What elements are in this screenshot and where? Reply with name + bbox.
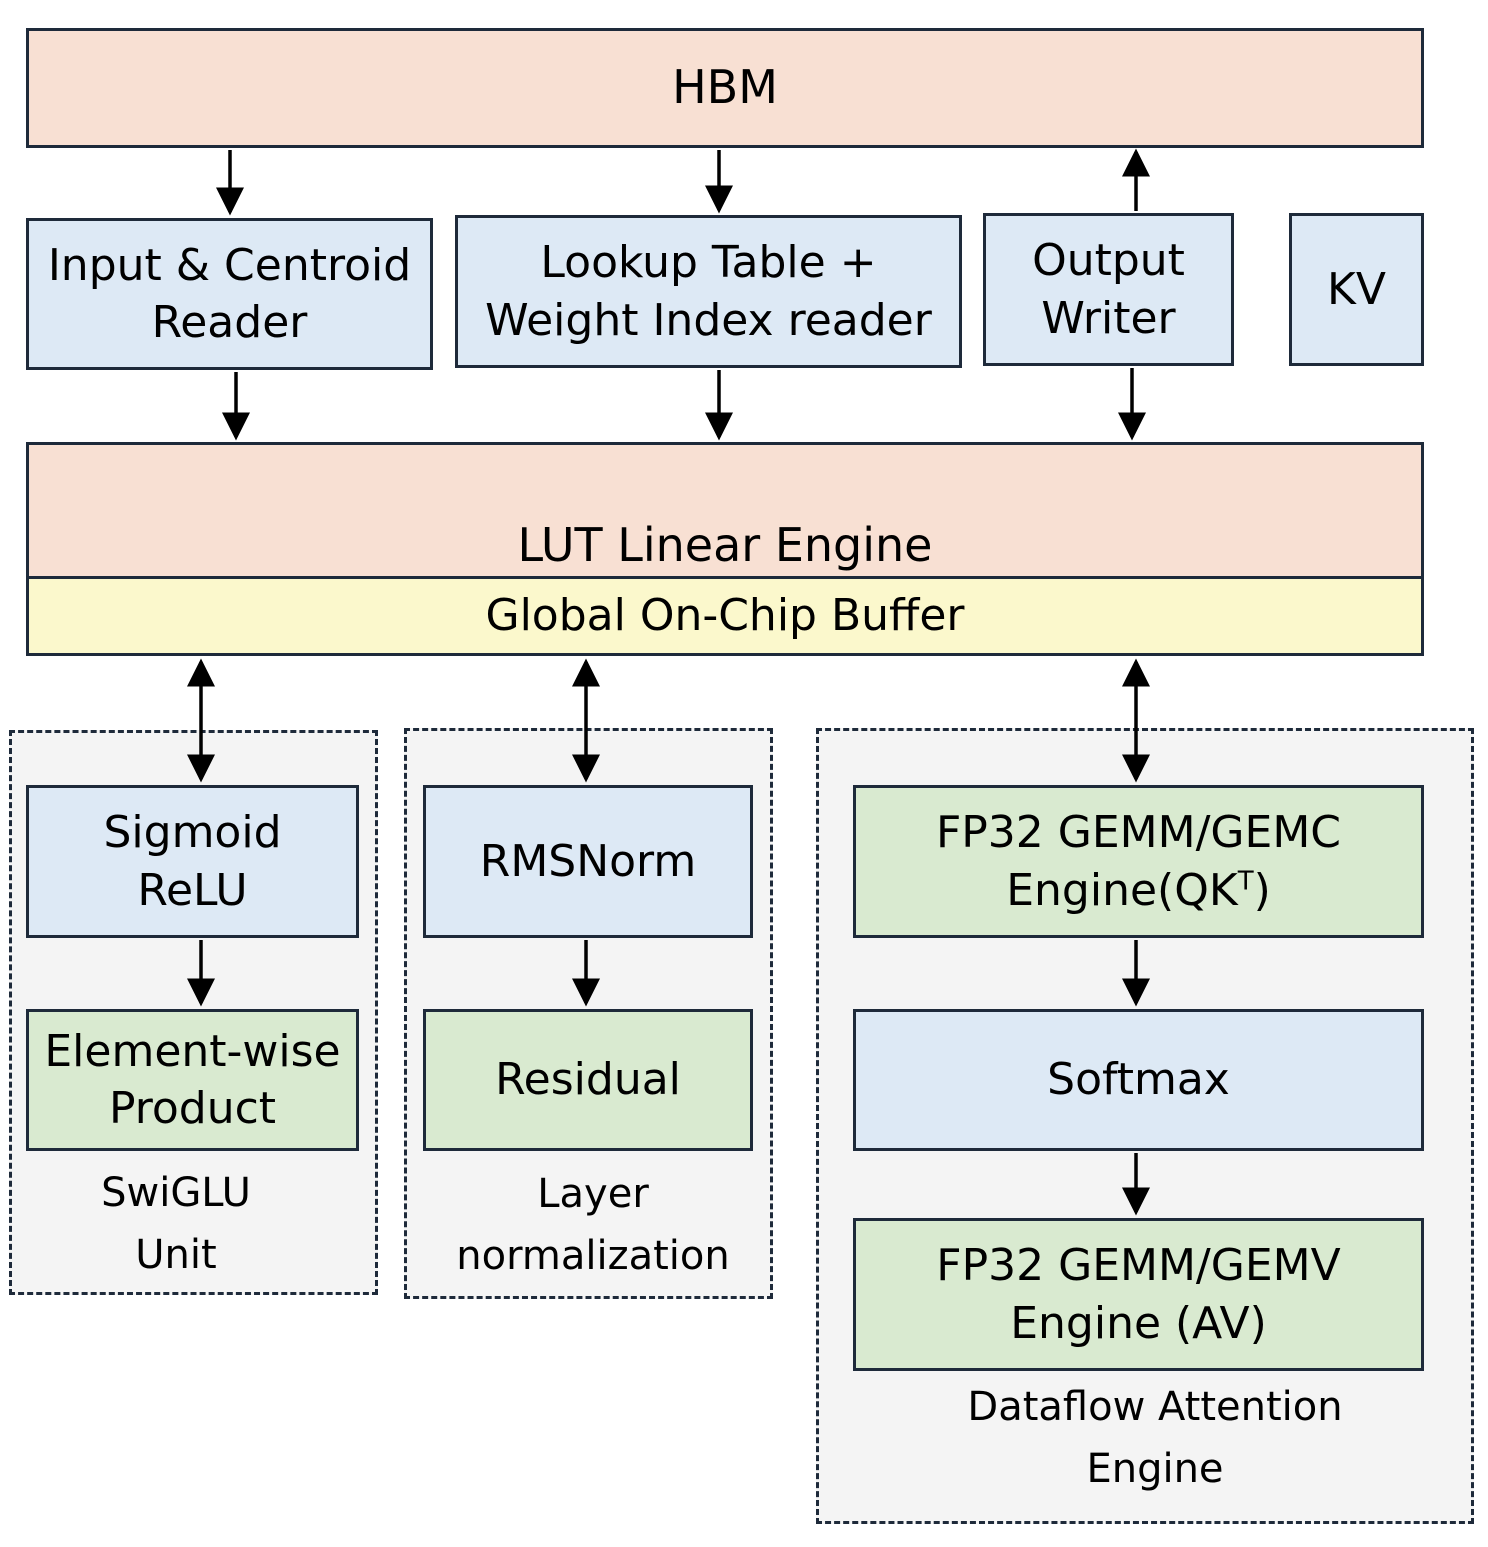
av-gemm-engine-block: FP32 GEMM/GEMV Engine (AV) <box>853 1218 1424 1371</box>
qk-engine-label-line1: FP32 GEMM/GEMC <box>935 807 1342 859</box>
layer-normalization-caption: Layer normalization <box>423 1163 763 1287</box>
input-reader-label-line2: Reader <box>151 297 308 348</box>
swiglu-caption-line2: Unit <box>135 1232 217 1278</box>
lookup-reader-label-line2: Weight Index reader <box>485 294 932 346</box>
attention-caption-line1: Dataflow Attention <box>967 1384 1343 1430</box>
av-engine-label-line1: FP32 GEMM/GEMV <box>936 1240 1341 1292</box>
qk-gemm-engine-block: FP32 GEMM/GEMC Engine(QKT) <box>853 785 1424 938</box>
softmax-block: Softmax <box>853 1009 1424 1151</box>
output-writer-label-line2: Writer <box>1041 292 1176 344</box>
lookup-table-reader-block: Lookup Table + Weight Index reader <box>455 215 962 368</box>
output-writer-block: Output Writer <box>983 213 1234 366</box>
global-on-chip-buffer-block: Global On-Chip Buffer <box>26 576 1424 656</box>
qk-engine-label-main: Engine(QK <box>1006 864 1238 916</box>
hbm-block: HBM <box>26 28 1424 148</box>
sigmoid-relu-block: Sigmoid ReLU <box>26 785 359 938</box>
sigmoid-label: Sigmoid <box>103 807 282 859</box>
layernorm-caption-line2: normalization <box>456 1233 730 1279</box>
attention-caption-line2: Engine <box>1086 1446 1224 1492</box>
residual-block: Residual <box>423 1009 753 1151</box>
lut-engine-label: LUT Linear Engine <box>517 518 933 573</box>
kv-block: KV <box>1289 213 1424 366</box>
swiglu-caption-line1: SwiGLU <box>101 1170 251 1216</box>
rmsnorm-block: RMSNorm <box>423 785 753 938</box>
input-centroid-reader-block: Input & Centroid Reader <box>26 218 433 370</box>
element-wise-product-block: Element-wise Product <box>26 1009 359 1151</box>
rmsnorm-label: RMSNorm <box>479 835 697 887</box>
softmax-label: Softmax <box>1047 1054 1230 1106</box>
swiglu-caption: SwiGLU Unit <box>26 1162 326 1286</box>
av-engine-label-line2: Engine (AV) <box>1010 1297 1267 1349</box>
product-label-line2: Product <box>108 1083 277 1134</box>
qk-engine-label-line2: Engine(QKT) <box>1006 862 1271 919</box>
product-label-line1: Element-wise <box>44 1025 341 1077</box>
lookup-reader-label-line1: Lookup Table + <box>540 237 877 289</box>
lut-linear-engine-block: LUT Linear Engine <box>26 442 1424 579</box>
transpose-superscript: T <box>1237 865 1254 896</box>
input-reader-label-line1: Input & Centroid <box>47 239 412 291</box>
dataflow-attention-caption: Dataflow Attention Engine <box>900 1376 1410 1500</box>
hbm-label: HBM <box>672 60 778 115</box>
global-buffer-label: Global On-Chip Buffer <box>485 590 965 642</box>
layernorm-caption-line1: Layer <box>537 1171 649 1217</box>
relu-label: ReLU <box>137 864 248 916</box>
qk-engine-label-close: ) <box>1253 864 1271 916</box>
output-writer-label-line1: Output <box>1032 235 1185 287</box>
residual-label: Residual <box>495 1054 681 1106</box>
kv-label: KV <box>1327 263 1386 315</box>
